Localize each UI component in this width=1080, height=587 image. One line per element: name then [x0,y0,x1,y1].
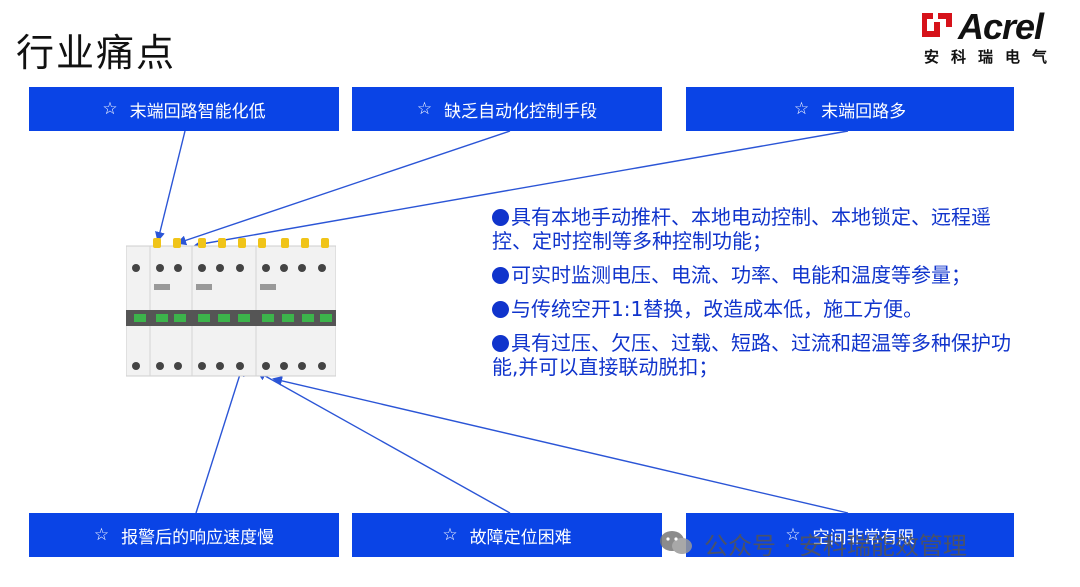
pain-point-box-3: ☆ 末端回路多 [686,87,1014,131]
pain-point-box-1: ☆ 末端回路智能化低 [29,87,339,131]
pain-point-label: 末端回路多 [821,101,907,122]
star-icon: ☆ [785,525,801,545]
feature-text: 具有本地手动推杆、本地电动控制、本地锁定、远程遥控、定时控制等多种控制功能； [492,205,991,253]
feature-item: 具有本地手动推杆、本地电动控制、本地锁定、远程遥控、定时控制等多种控制功能； [492,205,1012,253]
feature-list: 具有本地手动推杆、本地电动控制、本地锁定、远程遥控、定时控制等多种控制功能； 可… [492,205,1012,389]
pain-point-box-6: ☆ 空间非常有限 [686,513,1014,557]
pain-point-label: 空间非常有限 [812,527,915,548]
pain-point-box-4: ☆ 报警后的响应速度慢 [29,513,339,557]
arrow-line [176,130,511,246]
pain-point-label: 故障定位困难 [469,527,572,548]
bullet-dot-icon [492,209,509,226]
feature-text: 具有过压、欠压、过载、短路、过流和超温等多种保护功能,并可以直接联动脱扣； [492,331,1011,379]
feature-text: 与传统空开1:1替换，改造成本低，施工方便。 [511,297,924,321]
bullet-dot-icon [492,267,509,284]
watermark-text: 公众号 · 安科瑞能效管理 [704,531,967,560]
star-icon: ☆ [442,525,458,545]
acrel-logo-mark-icon [922,13,952,37]
pain-point-label: 缺乏自动化控制手段 [444,101,598,122]
feature-item: 具有过压、欠压、过载、短路、过流和超温等多种保护功能,并可以直接联动脱扣； [492,331,1012,379]
star-icon: ☆ [102,99,118,119]
pain-point-label: 末端回路智能化低 [129,101,266,122]
feature-item: 可实时监测电压、电流、功率、电能和温度等参量； [492,263,1012,287]
pain-point-box-5: ☆ 故障定位困难 [352,513,662,557]
bullet-dot-icon [492,301,509,318]
wechat-watermark: 公众号 · 安科瑞能效管理 [658,524,967,562]
arrow-line [195,366,245,514]
pain-point-label: 报警后的响应速度慢 [121,527,275,548]
arrow-line [256,371,511,514]
logo-subtitle: 安科瑞电气 [924,48,1060,66]
page-title: 行业痛点 [16,31,177,75]
star-icon: ☆ [93,525,110,545]
feature-text: 可实时监测电压、电流、功率、电能和温度等参量； [511,263,971,287]
feature-item: 与传统空开1:1替换，改造成本低，施工方便。 [492,297,1012,321]
wechat-icon [660,531,692,554]
star-icon: ☆ [416,99,433,119]
pain-point-box-2: ☆ 缺乏自动化控制手段 [352,87,662,131]
logo-brand: Acrel [958,6,1044,47]
arrow-line [155,130,186,242]
arrow-line [272,375,849,514]
circuit-breaker-image [126,238,336,377]
acrel-logo: Acrel 安科瑞电气 [922,6,1072,68]
star-icon: ☆ [793,99,810,119]
bullet-dot-icon [492,335,509,352]
